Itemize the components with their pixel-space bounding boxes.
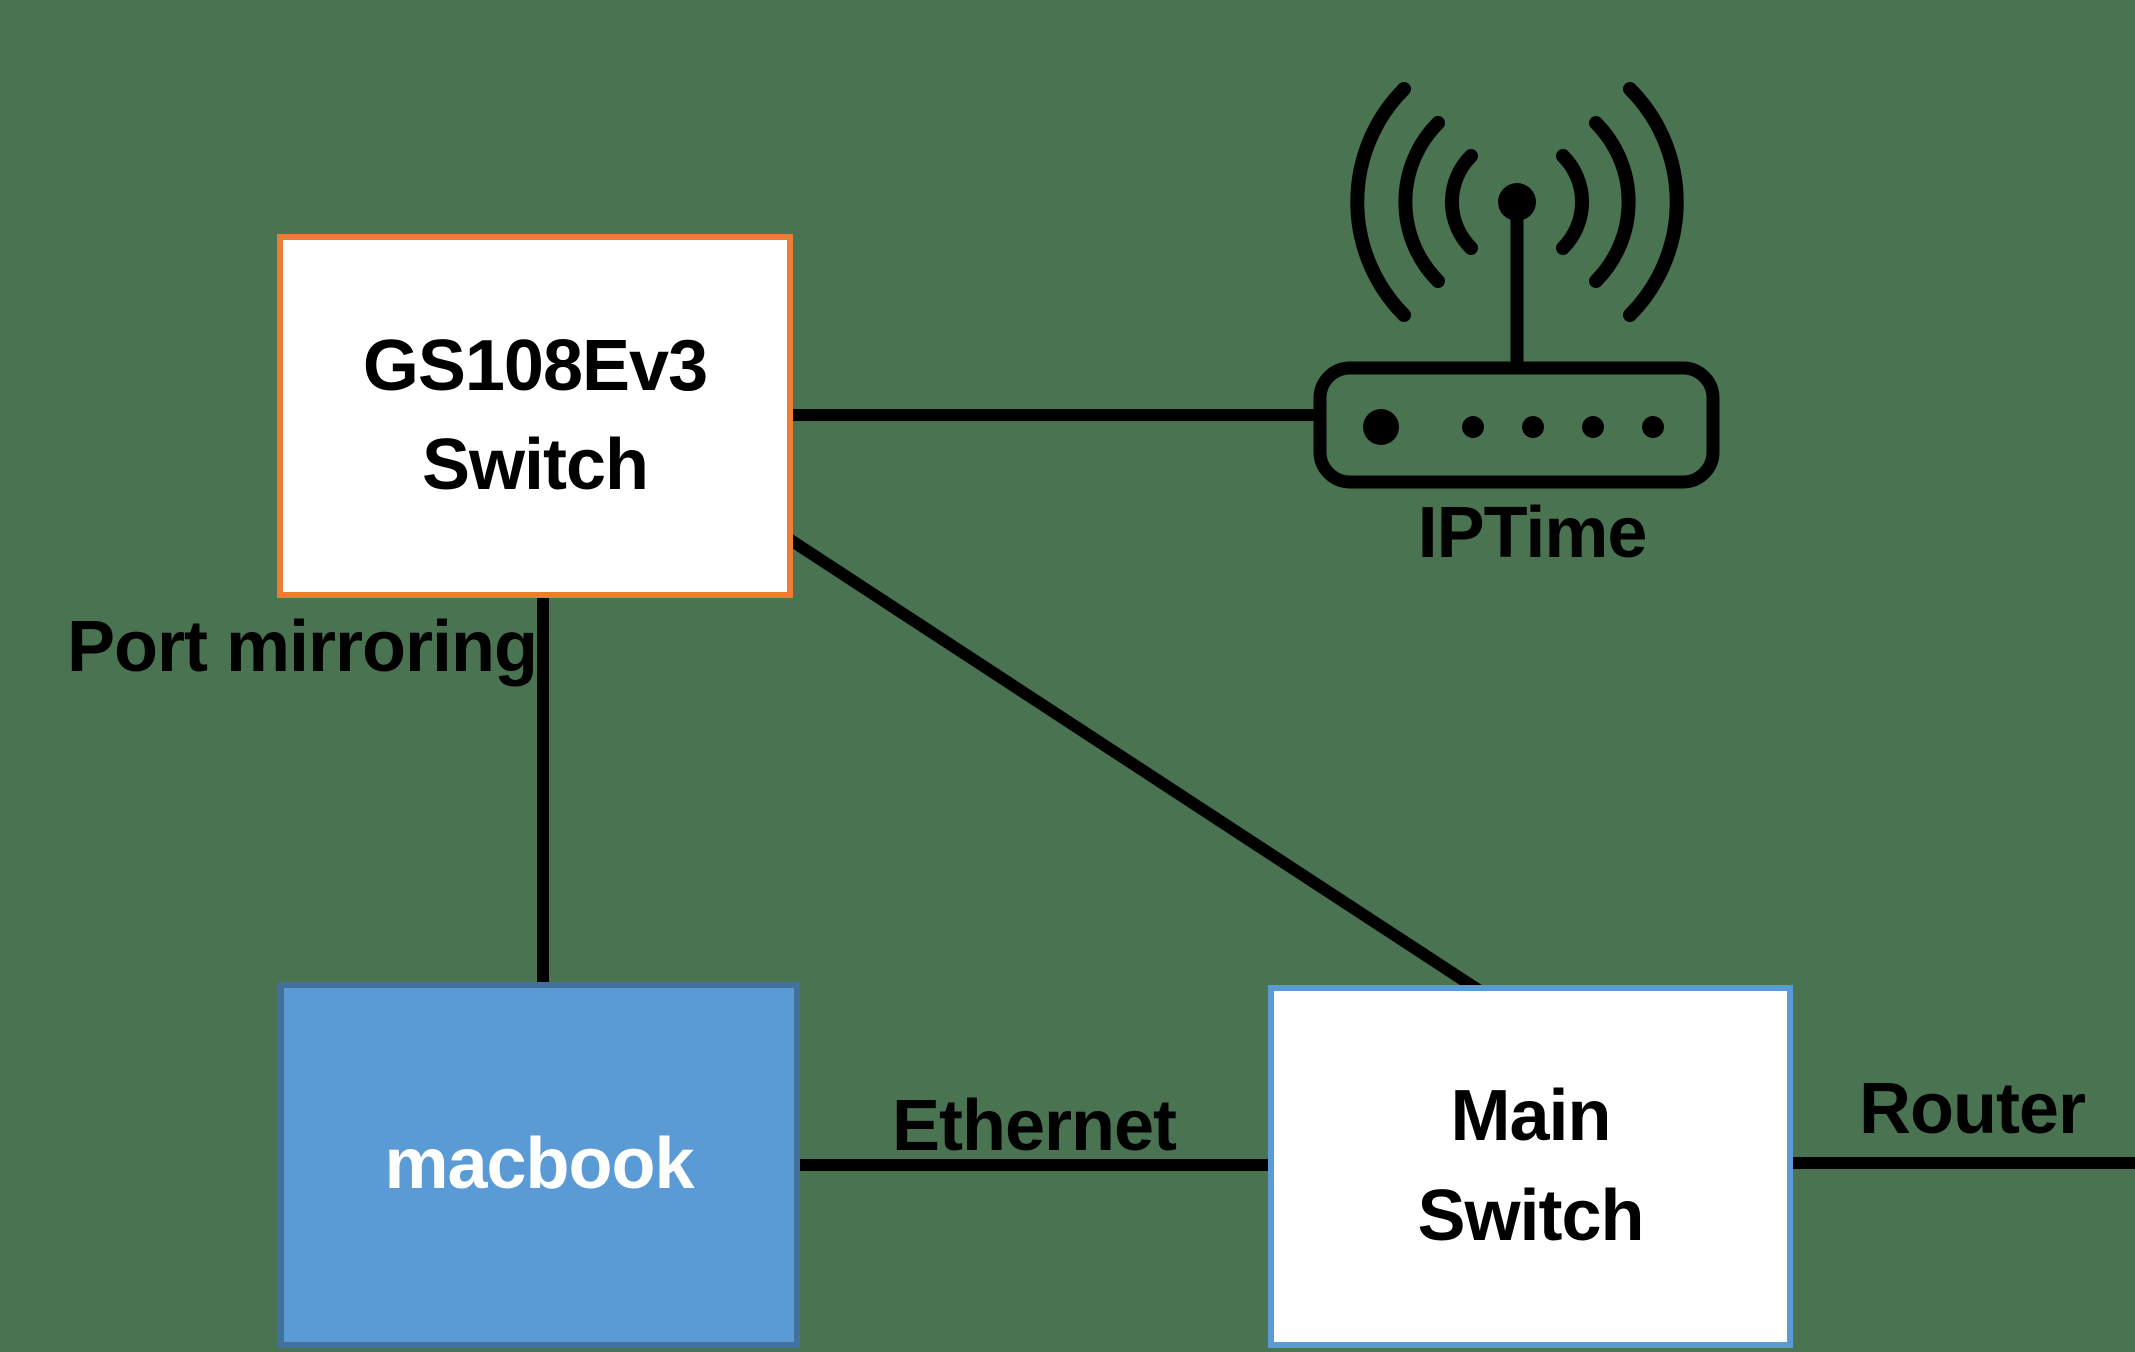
main-switch-label-line1: Main bbox=[1450, 1076, 1611, 1157]
edge-gs-to-mainswitch bbox=[785, 533, 1484, 997]
router-body bbox=[1313, 361, 1720, 489]
node-macbook: macbook bbox=[278, 982, 800, 1348]
wifi-waves-icon bbox=[1350, 82, 1684, 322]
router-label: Router bbox=[1859, 1069, 2086, 1149]
main-switch-label-line2: Switch bbox=[1417, 1175, 1644, 1256]
wifi-router-icon bbox=[1313, 82, 1720, 489]
gs108ev3-label-line2: Switch bbox=[421, 425, 649, 505]
antenna-dot bbox=[1498, 183, 1536, 221]
macbook-label: macbook bbox=[384, 1124, 694, 1205]
ethernet-label: Ethernet bbox=[891, 1086, 1177, 1166]
port-mirroring-label: Port mirroring bbox=[66, 607, 538, 687]
node-gs108ev3-switch: GS108Ev3 Switch bbox=[277, 234, 793, 598]
gs108ev3-label-line1: GS108Ev3 bbox=[362, 325, 708, 406]
node-main-switch: Main Switch bbox=[1268, 985, 1793, 1348]
iptime-label: IPTime bbox=[1417, 493, 1648, 573]
router-led-dots bbox=[1363, 409, 1664, 445]
